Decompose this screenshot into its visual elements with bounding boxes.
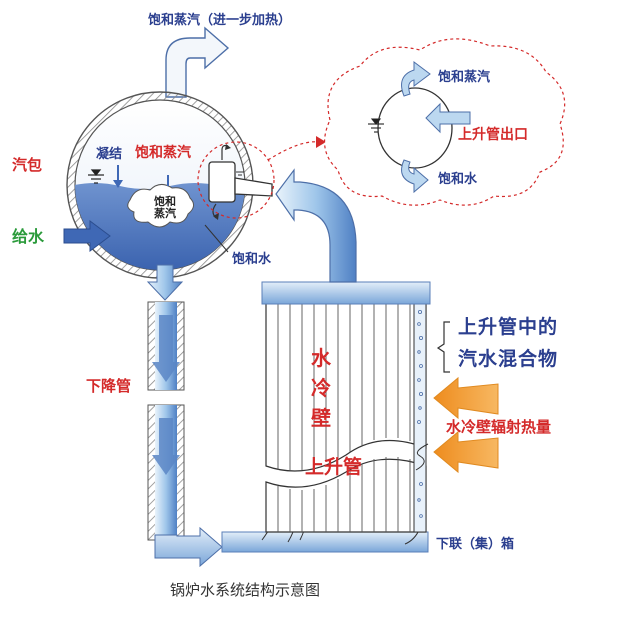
label-radiant-heat: 水冷壁辐射热量 bbox=[446, 418, 552, 436]
label-riser: 上升管 bbox=[305, 456, 363, 478]
diagram-caption: 锅炉水系统结构示意图 bbox=[170, 581, 321, 599]
label-bubble-line1: 饱和 bbox=[154, 195, 176, 208]
steam-separator bbox=[208, 144, 273, 220]
downcomer-pipe bbox=[146, 264, 223, 568]
label-condense: 凝结 bbox=[96, 147, 123, 162]
label-mixture-line2: 汽水混合物 bbox=[458, 348, 559, 370]
label-downcomer: 下降管 bbox=[86, 377, 132, 395]
label-detail-steam: 饱和蒸汽 bbox=[438, 70, 491, 85]
label-sat-steam-drum: 饱和蒸汽 bbox=[135, 145, 191, 161]
label-steam-out: 饱和蒸汽（进一步加热） bbox=[148, 13, 292, 28]
water-level-symbol bbox=[88, 169, 104, 184]
mixture-brace bbox=[436, 321, 450, 373]
label-waterwall: 水冷壁 bbox=[311, 346, 331, 430]
label-detail-riser-outlet: 上升管出口 bbox=[458, 127, 528, 143]
waterwall-panel bbox=[261, 168, 431, 533]
label-bubble-line2: 蒸汽 bbox=[154, 207, 176, 220]
label-lower-header: 下联（集）箱 bbox=[436, 537, 515, 552]
label-drum: 汽包 bbox=[12, 156, 43, 174]
steam-drum bbox=[66, 91, 273, 279]
steam-outlet-arrow bbox=[165, 26, 230, 98]
condensation-arrow bbox=[113, 165, 123, 188]
radiant-heat-arrows bbox=[433, 376, 499, 474]
label-feedwater: 给水 bbox=[12, 227, 45, 246]
detail-callout bbox=[197, 38, 566, 219]
feedwater-arrow bbox=[63, 220, 111, 252]
label-detail-water: 饱和水 bbox=[438, 172, 478, 187]
label-sat-water-drum: 饱和水 bbox=[232, 252, 272, 267]
steam-bubble bbox=[127, 184, 194, 228]
label-mixture-line1: 上升管中的 bbox=[458, 316, 559, 338]
